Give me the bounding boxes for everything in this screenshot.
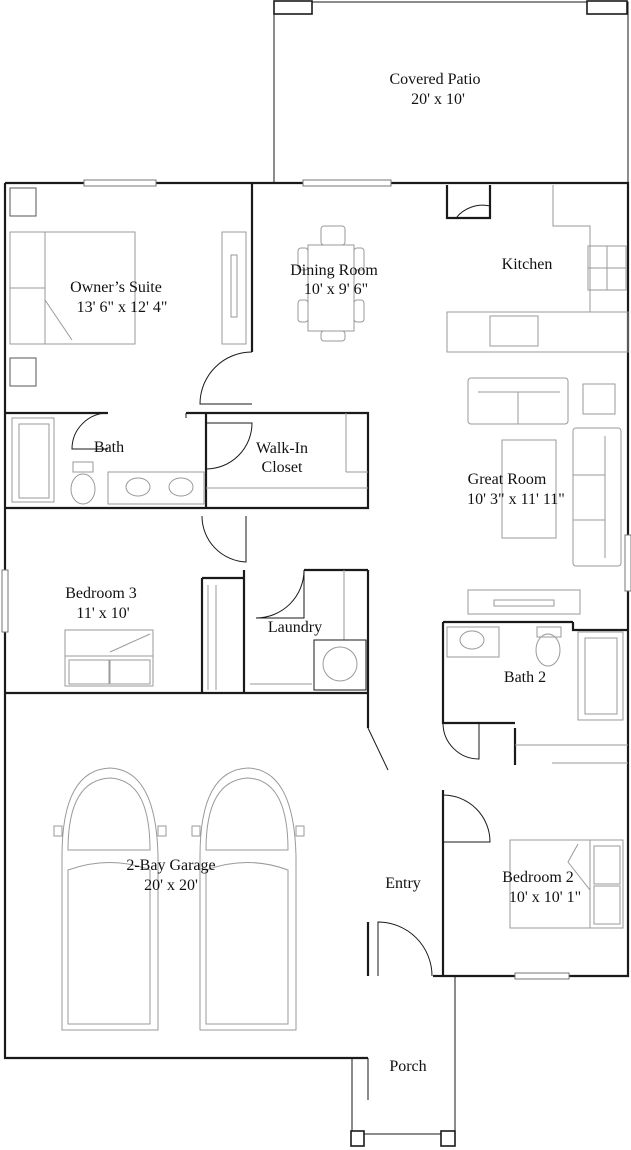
porch-post xyxy=(350,1130,365,1147)
bedroom-3-label: Bedroom 3 xyxy=(65,585,137,602)
sectional xyxy=(572,427,622,567)
kitchen-sink xyxy=(489,315,539,347)
water-heater xyxy=(313,639,367,691)
kitchen xyxy=(445,185,629,353)
nightstand xyxy=(9,357,37,387)
door xyxy=(442,794,491,843)
bedroom-3-dims: 11' x 10' xyxy=(76,605,129,622)
sink xyxy=(168,477,194,497)
nightstand xyxy=(9,187,37,217)
patio-post xyxy=(273,0,313,15)
great-room-dims: 10' 3" x 11' 11" xyxy=(467,491,565,508)
covered-patio-label: Covered Patio xyxy=(389,71,480,88)
dining-room xyxy=(297,225,365,342)
porch-label: Porch xyxy=(389,1058,426,1075)
door xyxy=(255,569,305,619)
bathtub xyxy=(11,417,55,503)
windows xyxy=(1,179,631,980)
door xyxy=(201,515,247,563)
vanity xyxy=(107,471,205,505)
bedroom-2 xyxy=(441,728,628,976)
bath-label: Bath xyxy=(94,439,124,456)
bedroom-2-label: Bedroom 2 xyxy=(502,869,574,886)
owners-bath xyxy=(5,411,370,510)
coffee-table xyxy=(501,439,557,539)
owners-suite-dims: 13' 6" x 12' 4" xyxy=(77,299,168,316)
covered-patio-dims: 20' x 10' xyxy=(411,91,465,108)
walk-in-closet-label-2: Closet xyxy=(262,459,303,476)
sink xyxy=(125,477,151,497)
door xyxy=(71,412,109,450)
toilet xyxy=(70,473,96,505)
porch-post xyxy=(440,1130,456,1147)
window xyxy=(83,179,157,187)
covered-patio xyxy=(273,0,629,183)
window xyxy=(302,179,392,187)
door xyxy=(367,727,389,771)
dining-room-dims: 10' x 9' 6" xyxy=(304,281,368,298)
toilet xyxy=(535,633,561,667)
door xyxy=(442,722,480,760)
bedroom-3 xyxy=(5,515,368,695)
owners-suite xyxy=(9,183,254,405)
great-room-label: Great Room xyxy=(468,471,547,488)
bed xyxy=(64,629,154,687)
window xyxy=(1,569,9,633)
window xyxy=(514,972,570,980)
garage xyxy=(53,767,305,1031)
walk-in-closet-label: Walk-In xyxy=(256,440,308,457)
dining-room-label: Dining Room xyxy=(290,262,378,279)
car xyxy=(191,767,305,1031)
bath-2-label: Bath 2 xyxy=(504,669,546,686)
front-door xyxy=(377,921,433,977)
patio-post xyxy=(586,0,628,15)
bathtub xyxy=(577,631,624,721)
tv-console xyxy=(467,589,581,615)
door xyxy=(199,351,253,405)
garage-dims: 20' x 20' xyxy=(144,877,198,894)
kitchen-island xyxy=(446,311,629,353)
sink xyxy=(459,630,485,650)
porch xyxy=(350,976,456,1147)
laundry-label: Laundry xyxy=(268,619,322,636)
room-labels: Covered Patio 20' x 10' Owner’s Suite 13… xyxy=(65,71,581,1075)
entry-label: Entry xyxy=(385,875,421,892)
exterior-walls xyxy=(3,181,630,1100)
car xyxy=(53,767,167,1031)
window xyxy=(624,534,631,592)
great-room xyxy=(467,377,622,615)
bath-2 xyxy=(441,620,628,760)
kitchen-label: Kitchen xyxy=(502,256,553,273)
end-table xyxy=(582,383,616,415)
garage-label: 2-Bay Garage xyxy=(126,857,215,874)
bedroom-2-dims: 10' x 10' 1" xyxy=(509,889,581,906)
vanity xyxy=(446,626,500,658)
bed xyxy=(509,839,624,929)
door xyxy=(205,422,253,470)
dresser xyxy=(221,231,247,345)
owners-suite-label: Owner’s Suite xyxy=(70,279,162,296)
entry xyxy=(366,921,442,978)
walk-in-closet xyxy=(205,413,368,489)
laundry xyxy=(242,568,389,771)
